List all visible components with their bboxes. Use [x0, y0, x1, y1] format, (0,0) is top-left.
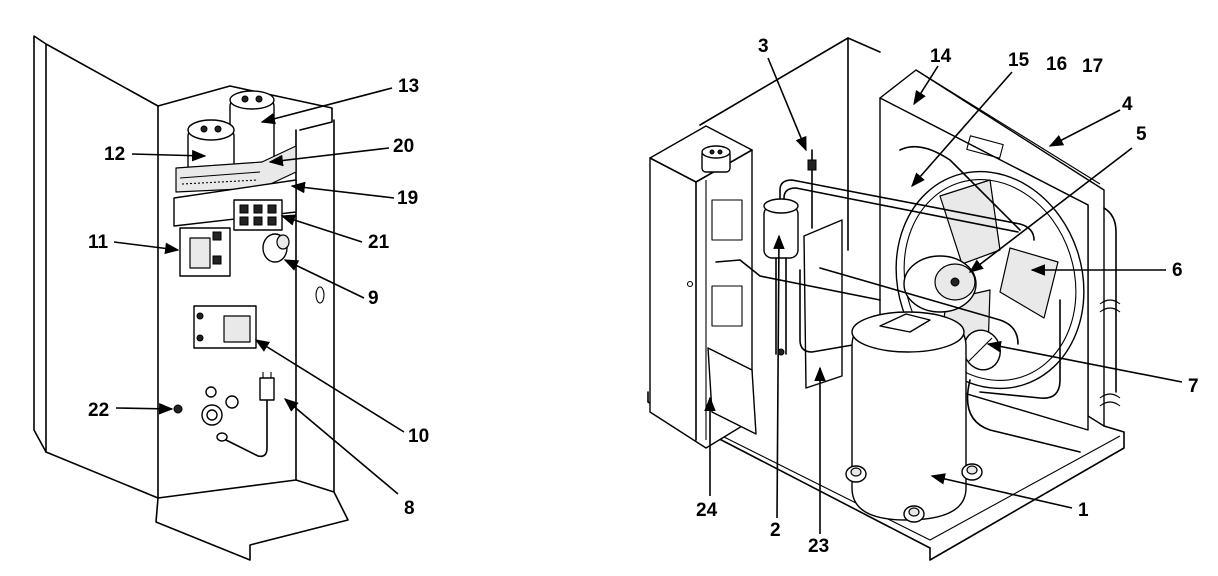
callout-3-arrow [767, 57, 807, 152]
callout-9: 9 [368, 288, 379, 309]
callout-24: 24 [696, 500, 718, 521]
callout-1-arrow [930, 473, 1073, 509]
callout-3: 3 [758, 36, 769, 57]
callout-21: 21 [368, 232, 390, 253]
relay-9 [262, 233, 290, 263]
callout-12-arrow [131, 149, 207, 162]
unit-back-top [847, 37, 881, 53]
callout-11-arrow [113, 241, 180, 255]
refrigerant-tubing [715, 145, 1081, 453]
callout-12: 12 [104, 144, 125, 165]
callout-16: 16 [1046, 54, 1067, 75]
transformer-10 [193, 305, 257, 349]
callout-17: 17 [1082, 56, 1103, 77]
callout-1: 1 [1078, 500, 1089, 521]
callout-8: 8 [404, 498, 415, 519]
electrical-box-24 [649, 125, 757, 449]
callout-13: 13 [398, 76, 419, 97]
callout-5-arrow [968, 147, 1133, 273]
callout-15-arrow [911, 71, 1013, 188]
callout-4-arrow [1048, 109, 1121, 147]
panel-bottom-edge [157, 479, 297, 499]
grommets-22 [173, 386, 239, 426]
callout-10-arrow [254, 339, 405, 433]
callout-5: 5 [1136, 124, 1147, 145]
electrical-panel-drawing [33, 35, 349, 561]
callout-7: 7 [1188, 376, 1199, 397]
callout-14: 14 [930, 46, 952, 67]
panel-front-flange [295, 119, 335, 493]
bracket-20 [175, 145, 297, 193]
callout-8-arrow [283, 398, 399, 495]
callout-20: 20 [393, 136, 414, 157]
unit-base-rim [657, 403, 1121, 541]
contactor-11 [179, 227, 231, 277]
callout-19-arrow [290, 181, 395, 199]
accumulator-2 [763, 198, 799, 356]
panel-left-wall [33, 35, 47, 453]
callout-21-arrow [280, 214, 363, 243]
right-callouts: 3 14 15 16 17 4 5 6 7 1 2 23 24 [696, 36, 1199, 557]
condensing-unit-drawing [647, 37, 1125, 561]
power-cord-8 [216, 372, 275, 458]
callout-7-arrow [986, 340, 1183, 383]
panel-top-rim [157, 85, 333, 131]
flange-hole [315, 286, 325, 304]
callout-13-arrow [260, 87, 393, 125]
callout-22: 22 [88, 400, 109, 421]
panel-base [155, 491, 349, 561]
callout-6: 6 [1172, 260, 1183, 281]
callout-14-arrow [913, 65, 939, 106]
callout-20-arrow [268, 147, 390, 167]
callout-9-arrow [283, 259, 365, 299]
callout-2: 2 [770, 520, 781, 541]
terminal-block-21 [233, 199, 283, 231]
callout-22-arrow [115, 403, 174, 415]
unit-base-pan [647, 391, 1125, 561]
capacitor-13 [229, 90, 275, 179]
callout-11: 11 [88, 232, 109, 253]
callout-4: 4 [1122, 94, 1133, 115]
panel-inner-wall [45, 43, 159, 499]
callout-10: 10 [408, 426, 429, 447]
callout-19: 19 [397, 188, 418, 209]
left-callouts: 13 12 20 19 21 11 9 10 22 8 [88, 76, 429, 519]
callout-23: 23 [808, 536, 829, 557]
compressor-1 [845, 311, 983, 523]
accumulator-bracket-23 [803, 219, 843, 389]
callout-15: 15 [1008, 50, 1030, 71]
callout-2-arrow [773, 234, 785, 519]
